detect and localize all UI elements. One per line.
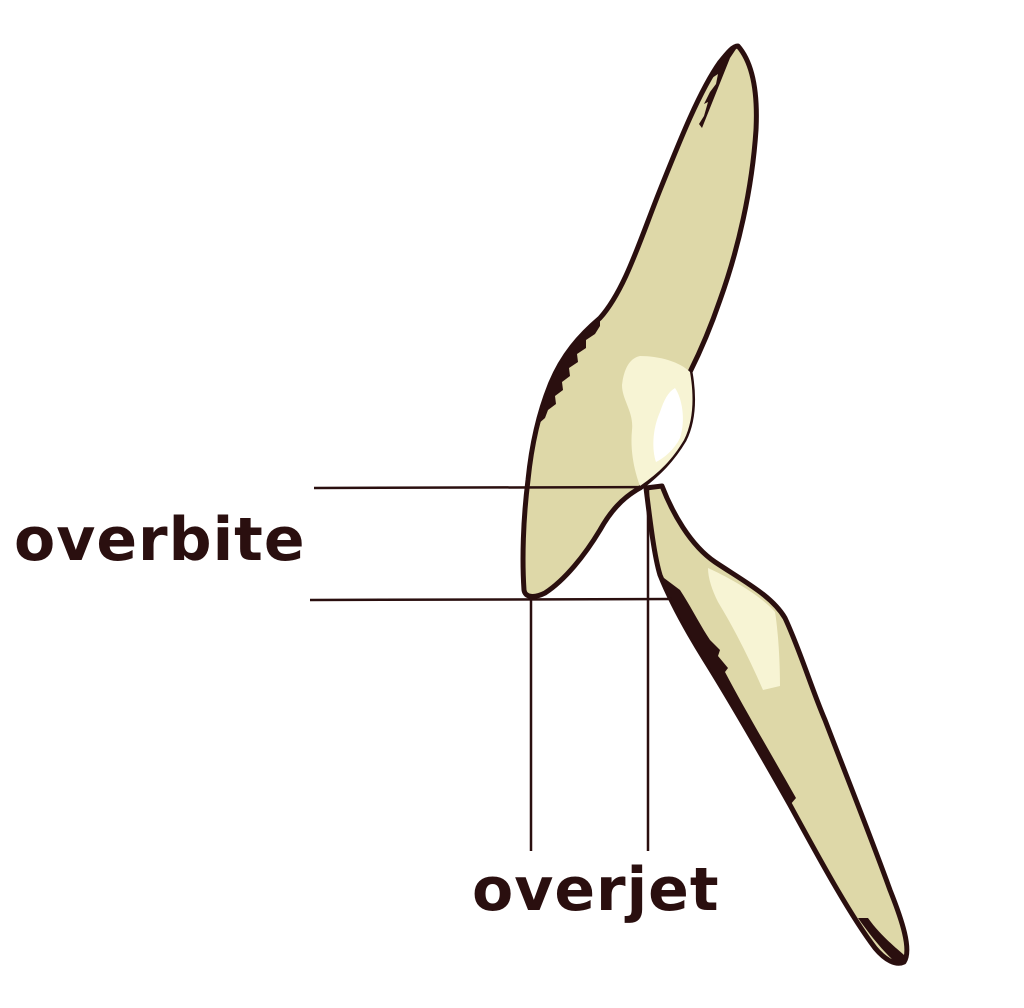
overjet-label: overjet <box>472 855 720 925</box>
overbite-bottom-line <box>309 597 673 602</box>
overjet-lines <box>529 488 650 851</box>
upper-tooth <box>520 43 759 599</box>
upper-tooth-body <box>520 43 759 599</box>
overbite-lines <box>309 485 673 602</box>
overbite-label: overbite <box>14 505 306 575</box>
upper-tooth-shadow <box>537 318 600 425</box>
upper-tooth-tip-shadow <box>699 46 738 128</box>
overbite-top-line <box>313 485 661 490</box>
lower-tooth-enamel <box>708 568 780 690</box>
lower-tooth-shadow <box>660 575 796 805</box>
lower-tooth-tip-shadow <box>858 918 905 963</box>
lower-tooth <box>643 483 910 966</box>
upper-tooth-highlight <box>653 388 683 462</box>
